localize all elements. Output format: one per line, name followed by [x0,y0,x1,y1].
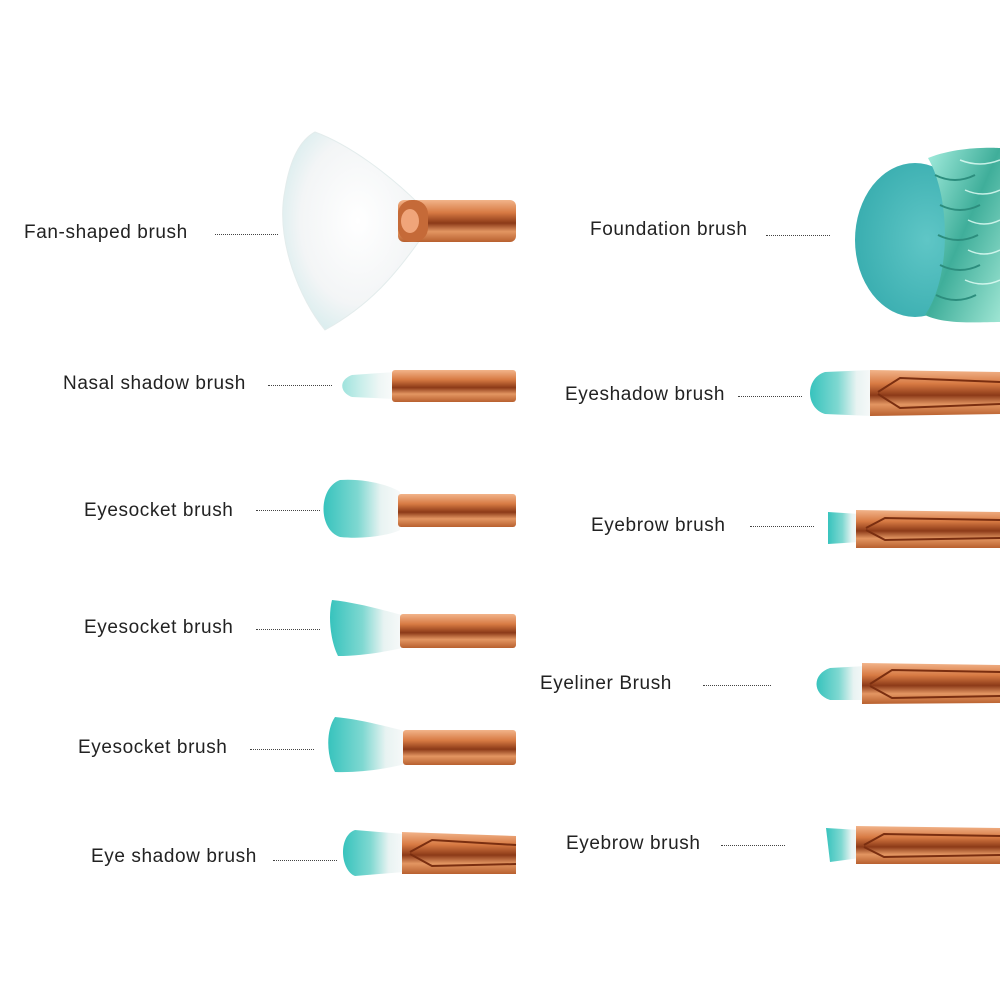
leader-line [256,629,320,630]
label-eye-shadow-brush: Eye shadow brush [91,846,257,867]
eyesocket-brush-2-image [330,600,516,656]
leader-line [268,385,332,386]
label-eyesocket-brush-1: Eyesocket brush [84,500,234,521]
nasal-shadow-brush-image [342,370,516,402]
leader-line [256,510,320,511]
label-foundation-brush: Foundation brush [590,219,748,240]
leader-line [703,685,771,686]
leader-line [766,235,830,236]
leader-line [215,234,278,235]
label-eyesocket-brush-2: Eyesocket brush [84,617,234,638]
fan-brush-image [282,131,516,331]
eyesocket-brush-3-image [328,717,516,773]
eyeshadow-brush-image [810,370,1000,416]
label-eyeshadow-brush: Eyeshadow brush [565,384,726,405]
leader-line [250,749,314,750]
eyeliner-brush-image [816,663,1000,704]
leader-line [721,845,785,846]
label-fan-shaped-brush: Fan-shaped brush [24,222,188,243]
label-eyeliner-brush: Eyeliner Brush [540,673,672,694]
label-eyebrow-brush-1: Eyebrow brush [591,515,726,536]
label-nasal-shadow-brush: Nasal shadow brush [63,373,246,394]
eyesocket-brush-1-image [323,479,516,538]
label-eyesocket-brush-3: Eyesocket brush [78,737,228,758]
leader-line [273,860,337,861]
leader-line [738,396,802,397]
eyebrow-brush-1-image [828,510,1000,548]
foundation-brush-image [855,147,1000,323]
leader-line [750,526,814,527]
eye-shadow-brush-image [342,830,517,876]
label-eyebrow-brush-2: Eyebrow brush [566,833,701,854]
eyebrow-brush-2-image [826,826,1000,864]
